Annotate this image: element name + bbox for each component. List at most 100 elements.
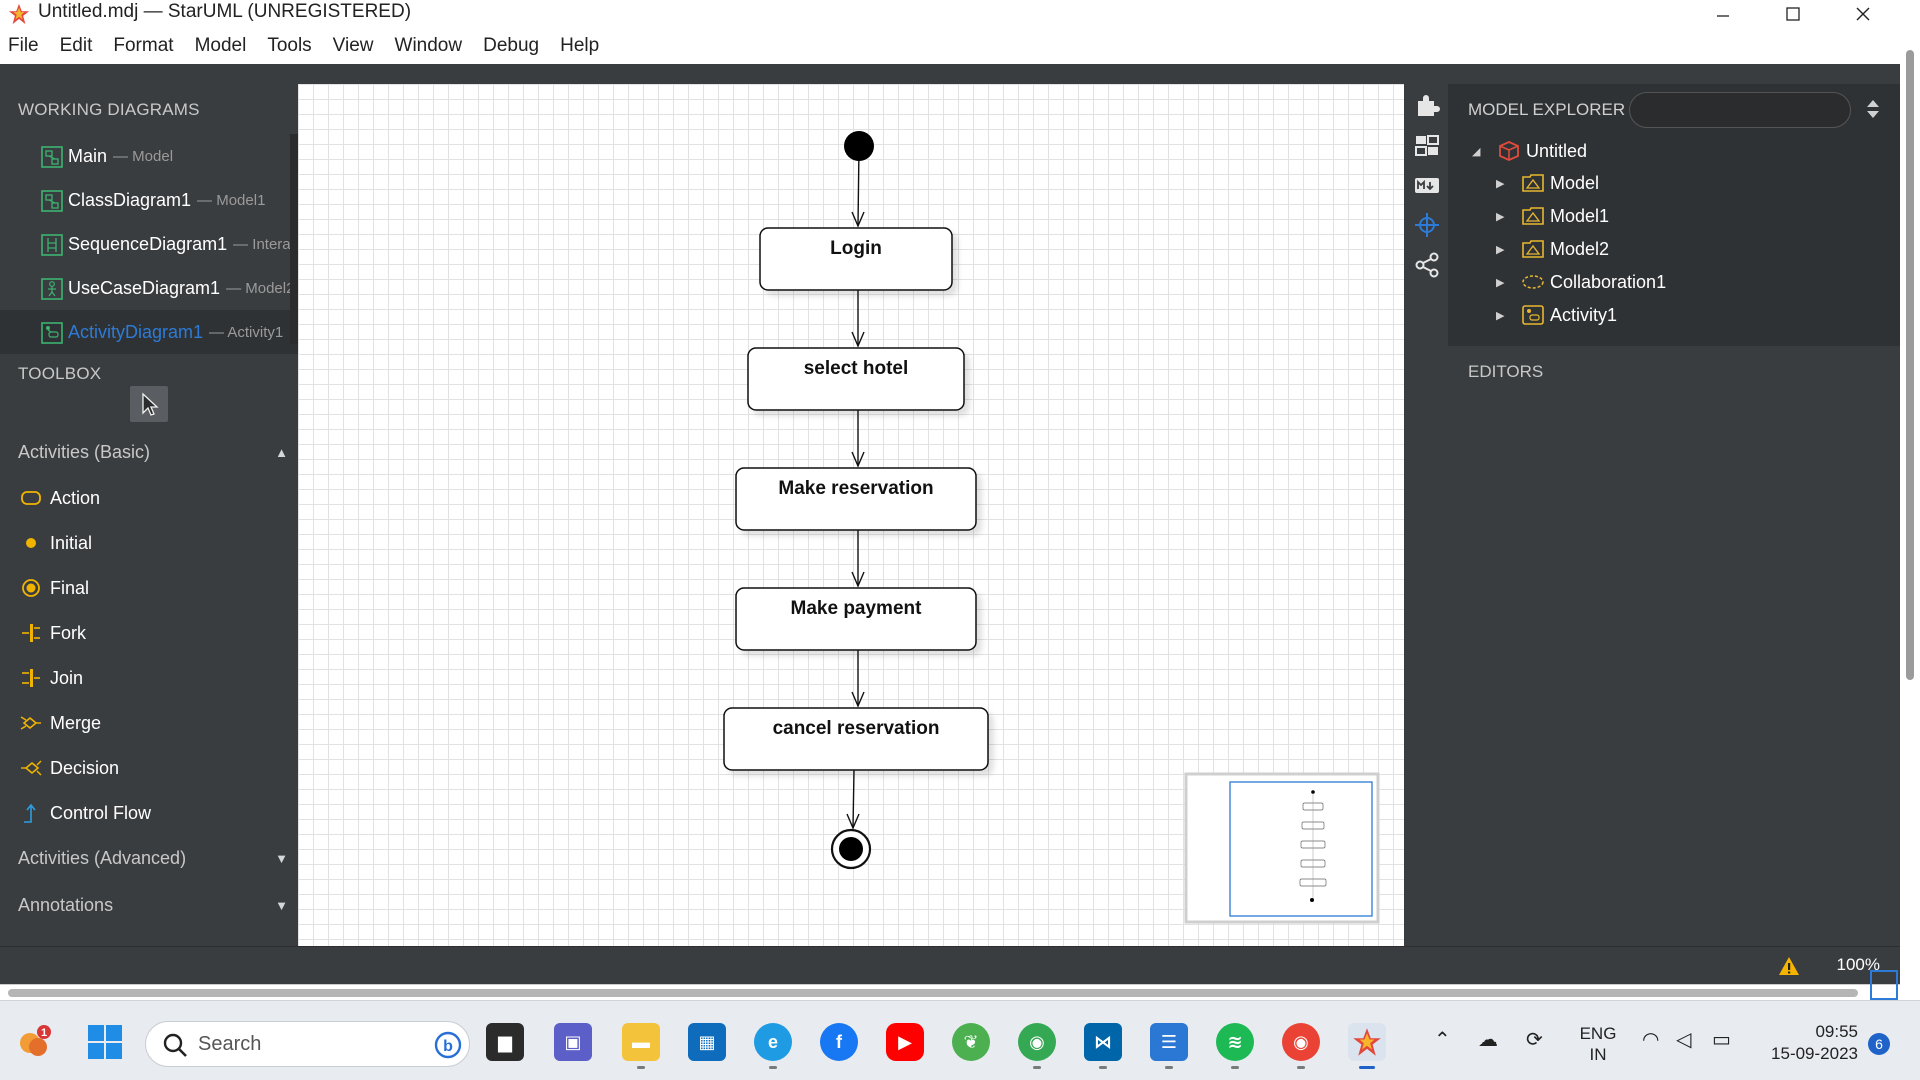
collapse-arrow-icon[interactable]: ◢ [1472, 145, 1481, 158]
menu-file[interactable]: File [8, 35, 39, 56]
language-indicator[interactable]: ENG IN [1578, 1023, 1618, 1065]
weather-widget[interactable]: 1 [14, 1023, 52, 1061]
pointer-tool[interactable] [130, 386, 168, 422]
working-diagram-classdiagram1[interactable]: ClassDiagram1 — Model1 [0, 178, 298, 222]
expand-arrow-icon[interactable]: ▶ [1496, 177, 1505, 190]
facebook-app[interactable]: f [820, 1023, 858, 1061]
window-vertical-scrollbar[interactable] [1900, 0, 1920, 1000]
action-cancel-reservation[interactable]: cancel reservation [723, 707, 989, 771]
minimize-button[interactable] [1688, 0, 1758, 28]
volume-icon[interactable]: ◁ [1676, 1029, 1692, 1051]
notepad-app[interactable]: ☰ [1150, 1023, 1188, 1069]
tool-initial[interactable]: Initial [0, 521, 298, 565]
chrome-profile-2-app[interactable]: ◉ [1282, 1023, 1320, 1069]
tree-node-model[interactable]: ▶ Model [1496, 168, 1599, 198]
start-button[interactable] [86, 1023, 124, 1061]
resize-corner[interactable] [1870, 970, 1898, 1000]
action-select-hotel[interactable]: select hotel [747, 347, 965, 411]
working-diagram-sequencediagram1[interactable]: SequenceDiagram1 — Intera [0, 222, 298, 266]
chrome-profile-1-app[interactable]: ◉ [1018, 1023, 1056, 1069]
scrollbar-thumb[interactable] [8, 989, 1858, 997]
final-node[interactable] [830, 828, 872, 870]
tree-node-model1[interactable]: ▶ Model1 [1496, 201, 1609, 231]
menu-tools[interactable]: Tools [267, 35, 312, 56]
extensions-icon[interactable] [1414, 92, 1440, 118]
tool-merge[interactable]: Merge [0, 701, 298, 745]
taskbar-search-box[interactable]: Search b [145, 1021, 470, 1067]
menu-edit[interactable]: Edit [59, 35, 93, 56]
minimap-viewport[interactable] [1229, 781, 1373, 917]
working-diagram-main[interactable]: Main — Model [0, 134, 298, 178]
action-login[interactable]: Login [759, 227, 953, 291]
battery-icon[interactable]: ▭ [1712, 1029, 1731, 1051]
menu-window[interactable]: Window [394, 35, 463, 56]
sort-icon[interactable] [1865, 98, 1881, 120]
control-flow[interactable] [852, 769, 855, 829]
initial-node[interactable] [844, 131, 874, 161]
layout-icon[interactable] [1414, 132, 1440, 158]
action-make-payment[interactable]: Make payment [735, 587, 977, 651]
working-diagram-name: ActivityDiagram1 [68, 321, 204, 342]
toolbox-category-annotations[interactable]: Annotations ▼ [0, 883, 298, 927]
scrollbar-thumb[interactable] [1906, 50, 1914, 680]
working-diagram-owner: — Model2 [226, 279, 295, 297]
sync-icon[interactable]: ⟳ [1526, 1029, 1543, 1051]
show-hidden-icons-button[interactable]: ⌃ [1434, 1029, 1451, 1051]
tool-join[interactable]: Join [0, 656, 298, 700]
tool-control-flow[interactable]: Control Flow [0, 791, 298, 835]
working-diagrams-scrollbar[interactable] [290, 134, 298, 344]
chat-icon: ▣ [564, 1031, 582, 1052]
tool-action[interactable]: Action [0, 476, 298, 520]
working-diagram-usecasediagram1[interactable]: UseCaseDiagram1 — Model2 [0, 266, 298, 310]
notification-badge[interactable]: 6 [1868, 1033, 1890, 1055]
spotify-app[interactable]: ≋ [1216, 1023, 1254, 1069]
expand-arrow-icon[interactable]: ▶ [1496, 210, 1505, 223]
markdown-icon[interactable] [1414, 172, 1440, 198]
close-button[interactable] [1828, 0, 1898, 28]
model-explorer-search-input[interactable] [1629, 92, 1851, 128]
menu-format[interactable]: Format [113, 35, 174, 56]
youtube-app[interactable]: ▶ [886, 1023, 924, 1061]
tool-label: Control Flow [50, 802, 152, 823]
clock-time: 09:55 [1815, 1022, 1858, 1041]
toolbox-category-activities-advanced[interactable]: Activities (Advanced) ▼ [0, 836, 298, 880]
menu-model[interactable]: Model [194, 35, 247, 56]
edge-browser-app[interactable]: e [754, 1023, 792, 1069]
system-clock[interactable]: 09:55 15-09-2023 [1758, 1021, 1858, 1065]
menu-view[interactable]: View [332, 35, 374, 56]
action-make-reservation[interactable]: Make reservation [735, 467, 977, 531]
file-explorer-app[interactable]: ▬ [622, 1023, 660, 1069]
share-icon[interactable] [1414, 252, 1440, 278]
working-diagram-activitydiagram1[interactable]: ActivityDiagram1 — Activity1 [0, 310, 298, 354]
diagram-canvas[interactable]: Login select hotel Make reservation Make… [298, 84, 1404, 946]
teams-chat-app[interactable]: ▣ [554, 1023, 592, 1061]
tree-node-untitled[interactable]: ◢ Untitled [1472, 136, 1587, 166]
green-app[interactable]: ❦ [952, 1023, 990, 1061]
toolbox-category-activities-basic[interactable]: Activities (Basic) ▲ [0, 430, 298, 474]
zoom-level[interactable]: 100% [1836, 955, 1880, 974]
menu-debug[interactable]: Debug [483, 35, 540, 56]
navigator-icon[interactable] [1414, 212, 1440, 238]
staruml-taskbar-app[interactable] [1348, 1023, 1386, 1069]
wifi-icon[interactable]: ◠ [1642, 1029, 1660, 1051]
maximize-button[interactable] [1758, 0, 1828, 28]
tool-decision[interactable]: Decision [0, 746, 298, 790]
microsoft-store-app[interactable]: ▦ [688, 1023, 726, 1061]
tree-node-collaboration1[interactable]: ▶ Collaboration1 [1496, 267, 1666, 297]
expand-arrow-icon[interactable]: ▶ [1496, 276, 1505, 289]
expand-arrow-icon[interactable]: ▶ [1496, 243, 1505, 256]
onedrive-icon[interactable]: ☁ [1478, 1029, 1498, 1051]
warning-icon[interactable] [1778, 956, 1800, 976]
folder-icon: ▬ [632, 1031, 650, 1052]
vscode-app[interactable]: ⋈ [1084, 1023, 1122, 1069]
bing-icon[interactable]: b [434, 1030, 462, 1060]
task-view-app[interactable]: ▆ [486, 1023, 524, 1061]
diagram-minimap[interactable] [1184, 772, 1380, 924]
tool-final[interactable]: Final [0, 566, 298, 610]
horizontal-scrollbar[interactable] [0, 984, 1900, 1000]
tool-fork[interactable]: Fork [0, 611, 298, 655]
menu-help[interactable]: Help [560, 35, 600, 56]
tree-node-activity1[interactable]: ▶ Activity1 [1496, 300, 1617, 330]
tree-node-model2[interactable]: ▶ Model2 [1496, 234, 1609, 264]
expand-arrow-icon[interactable]: ▶ [1496, 309, 1505, 322]
